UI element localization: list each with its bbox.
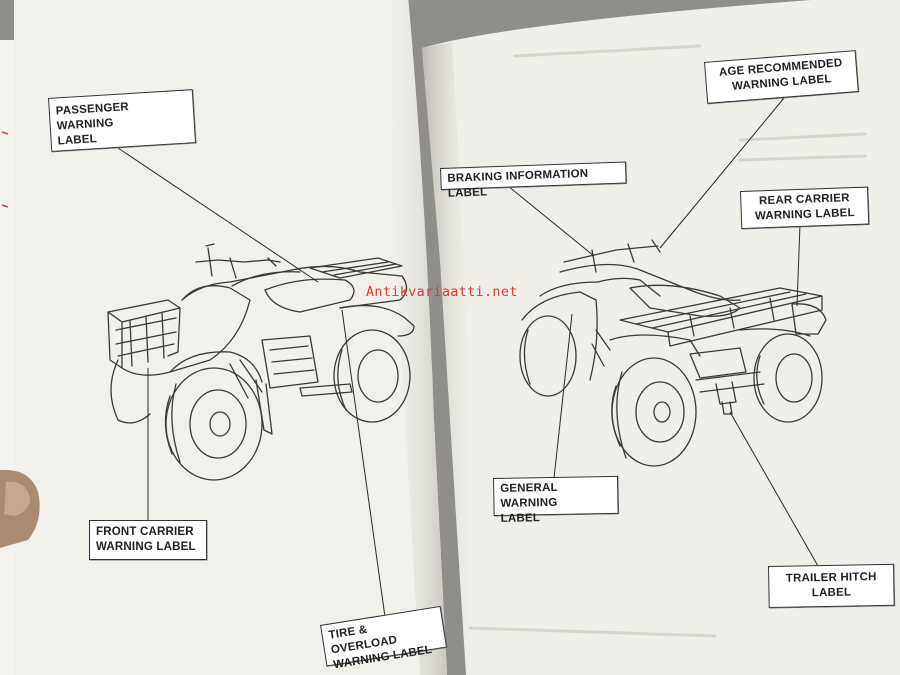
label-passenger-warning: PASSENGER WARNING LABEL — [48, 89, 197, 152]
label-general-warning: GENERAL WARNING LABEL — [493, 475, 619, 525]
leader-tire-overload — [341, 309, 387, 625]
leader-age — [659, 97, 785, 249]
label-rear-carrier-warning: REAR CARRIER WARNING LABEL — [740, 186, 870, 229]
label-front-carrier-warning: FRONT CARRIER WARNING LABEL — [89, 520, 207, 560]
callout-leader-lines — [117, 97, 819, 625]
leader-general — [553, 313, 573, 479]
right-gutter-shadow — [422, 42, 478, 675]
thumbnail-nail — [4, 481, 30, 516]
left-page — [14, 0, 447, 675]
leader-rear-carrier — [796, 223, 801, 307]
leader-braking — [507, 185, 595, 257]
atv-illustration-rear-view — [519, 239, 827, 467]
red-mark-2 — [1, 204, 9, 208]
label-trailer-hitch: TRAILER HITCH LABEL — [768, 563, 895, 608]
left-gutter-shadow — [380, 0, 447, 675]
site-watermark: Antikvariaatti.net — [366, 284, 518, 300]
atv-illustration-front-view — [107, 243, 415, 481]
red-mark-1 — [1, 131, 9, 135]
leader-trailer-hitch — [729, 411, 819, 567]
leader-passenger — [117, 147, 319, 283]
bleed-through-text — [468, 44, 867, 638]
